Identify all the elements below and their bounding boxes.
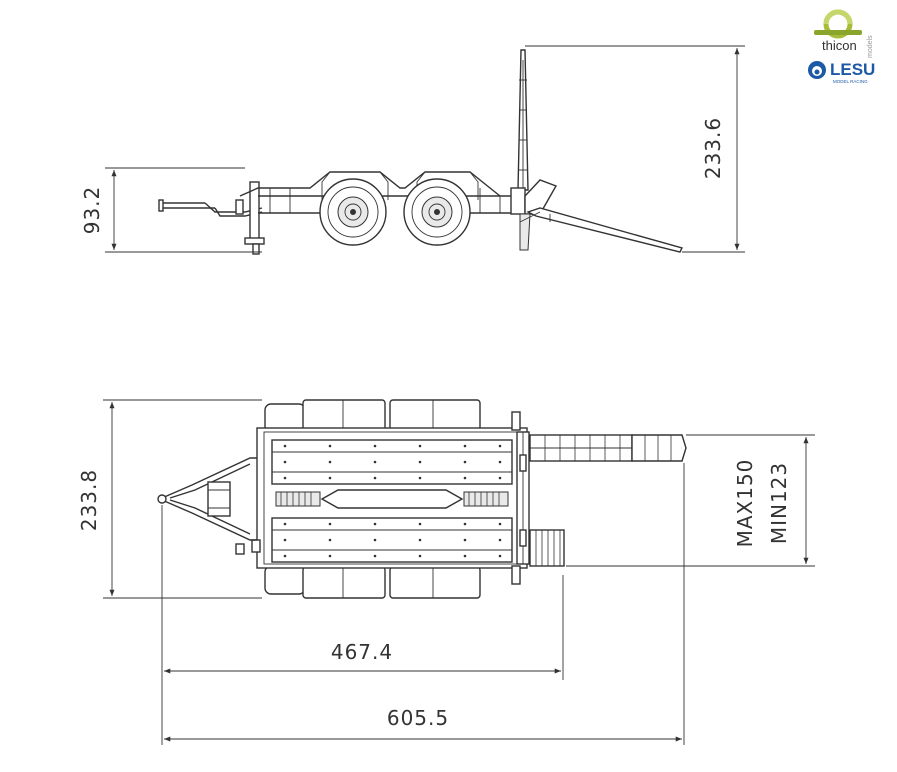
thicon-subtext: models (867, 35, 874, 58)
dim-side-height: 93.2 (80, 167, 262, 253)
side-wheel-front (319, 178, 387, 246)
top-rear-bar (516, 431, 530, 565)
label-93-2: 93.2 (80, 186, 104, 235)
top-deck (251, 411, 528, 585)
dim-ramp-height: 233.6 (525, 45, 745, 253)
side-drawbar (158, 199, 263, 217)
dim-top-width: 233.8 (77, 399, 262, 599)
dim-track: MAX150 MIN123 (566, 434, 815, 567)
side-ramp-deployed (519, 207, 684, 253)
top-ramp-extended (529, 434, 687, 462)
side-support-leg (244, 181, 265, 255)
side-ramp-upright (510, 49, 558, 215)
dim-length-body: 467.4 (161, 505, 564, 745)
label-min123: MIN123 (767, 462, 791, 544)
side-view: 93.2 233.6 (80, 45, 745, 255)
top-wheels (264, 399, 481, 599)
top-drawbar (157, 457, 257, 555)
thicon-logo: thicon models (814, 9, 874, 58)
lesu-logo: LESU MODEL RACING (808, 60, 875, 84)
side-frame (239, 171, 512, 214)
top-view: 233.8 MAX150 MIN123 467.4 605.5 (77, 399, 815, 745)
side-wheel-rear (403, 178, 471, 246)
label-467-4: 467.4 (331, 640, 393, 664)
label-605-5: 605.5 (387, 706, 449, 730)
label-233-6: 233.6 (701, 117, 725, 179)
dim-length-total: 605.5 (164, 463, 685, 745)
lesu-wordmark: LESU (830, 60, 875, 79)
lesu-subtext: MODEL RACING (833, 79, 868, 84)
top-ramp-stowed (529, 529, 565, 567)
label-max150: MAX150 (733, 459, 757, 548)
gear-icon (814, 9, 862, 39)
thicon-wordmark: thicon (822, 38, 857, 53)
label-233-8: 233.8 (77, 469, 101, 531)
lion-head-icon (808, 61, 826, 79)
